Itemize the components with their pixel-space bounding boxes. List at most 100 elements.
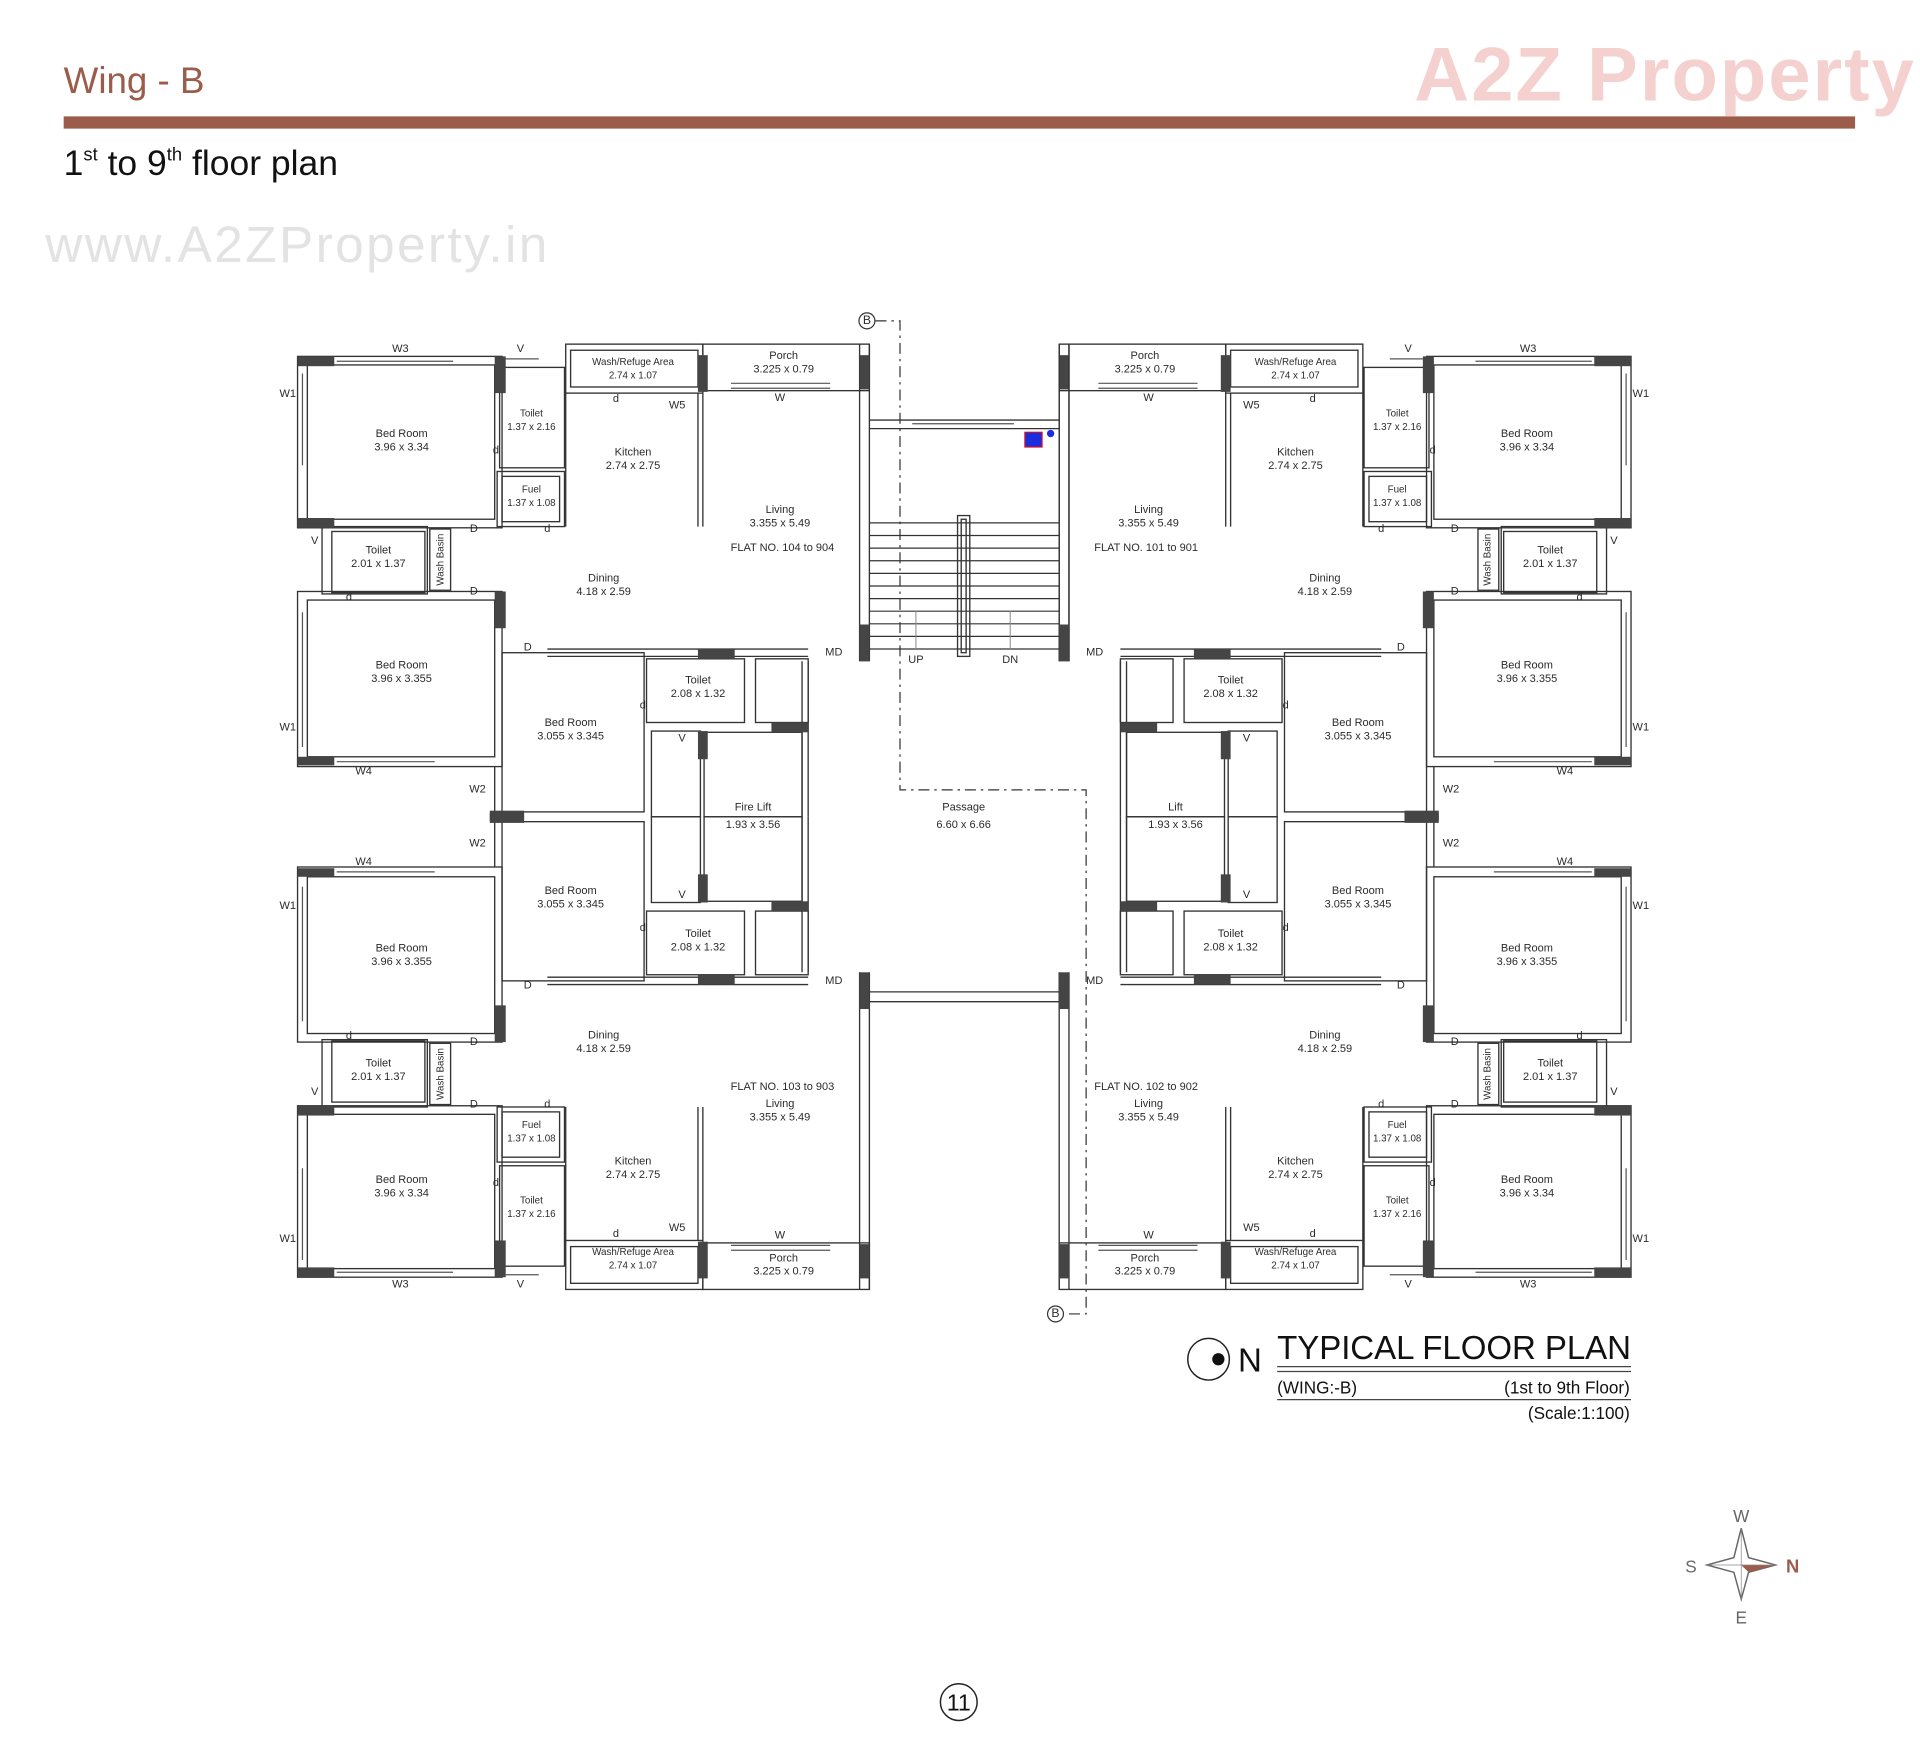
lift-size: 1.93 x 3.56 bbox=[1148, 819, 1203, 831]
room-name: Toilet bbox=[366, 545, 392, 557]
subtitle-mid: to 9 bbox=[98, 143, 167, 183]
room-name: Dining bbox=[588, 573, 619, 585]
room-name: Fuel bbox=[522, 484, 541, 495]
wash-basin-label: Wash Basin bbox=[435, 534, 446, 586]
room-size: 2.01 x 1.37 bbox=[1523, 1071, 1578, 1083]
fire-lift-size: 1.93 x 3.56 bbox=[726, 819, 781, 831]
room-size: 3.055 x 3.345 bbox=[537, 731, 604, 743]
room-name: Bed Room bbox=[1501, 1174, 1553, 1186]
room-name: Toilet bbox=[1386, 408, 1409, 419]
room-size: 3.225 x 0.79 bbox=[753, 363, 814, 375]
door-window-mark: W3 bbox=[392, 343, 409, 355]
door-window-mark: d bbox=[640, 922, 646, 934]
door-window-mark: W1 bbox=[279, 1233, 296, 1245]
door-window-mark: V bbox=[1610, 1086, 1618, 1098]
room-size: 1.37 x 1.08 bbox=[1373, 1133, 1422, 1144]
door-window-mark: d bbox=[1430, 1177, 1436, 1189]
door-window-mark: W1 bbox=[1633, 900, 1650, 912]
flat-number-label: FLAT NO. 102 to 902 bbox=[1094, 1081, 1198, 1093]
door-window-mark: d bbox=[1378, 1098, 1384, 1110]
plan-wing: (WING:-B) bbox=[1277, 1378, 1357, 1398]
room-name: Toilet bbox=[1386, 1196, 1409, 1207]
room-name: Kitchen bbox=[615, 447, 652, 459]
door-window-mark: W2 bbox=[469, 784, 486, 796]
door-window-mark: d bbox=[1378, 523, 1384, 535]
door-window-mark: W bbox=[775, 392, 786, 404]
a2z-logo-watermark: A2Z Property bbox=[1414, 32, 1914, 117]
subtitle-prefix: 1 bbox=[64, 143, 84, 183]
room-name: Bed Room bbox=[1332, 885, 1384, 897]
room-name: Porch bbox=[1131, 350, 1160, 362]
room-size: 2.74 x 1.07 bbox=[1271, 370, 1319, 381]
door-window-mark: V bbox=[1404, 1278, 1412, 1290]
door-window-mark: MD bbox=[825, 647, 842, 659]
room-size: 3.96 x 3.34 bbox=[374, 442, 429, 454]
title-block: N TYPICAL FLOOR PLAN (WING:-B) (1st to 9… bbox=[1187, 1330, 1632, 1423]
header-divider-bar bbox=[63, 116, 1856, 129]
door-window-mark: W1 bbox=[279, 900, 296, 912]
room-size: 2.01 x 1.37 bbox=[351, 558, 406, 570]
room-name: Dining bbox=[1309, 1029, 1340, 1041]
room-size: 1.37 x 1.08 bbox=[507, 1133, 556, 1144]
room-name: Wash/Refuge Area bbox=[1255, 357, 1337, 368]
room-size: 2.01 x 1.37 bbox=[351, 1071, 406, 1083]
door-window-mark: D bbox=[1451, 585, 1459, 597]
subtitle-sup: st bbox=[83, 143, 97, 164]
door-window-mark: V bbox=[517, 1278, 525, 1290]
stair-up-label: UP bbox=[908, 654, 923, 666]
room-name: Toilet bbox=[1218, 928, 1244, 940]
door-window-mark: V bbox=[1404, 343, 1412, 355]
door-window-mark: d bbox=[1283, 699, 1289, 711]
room-name: Porch bbox=[1131, 1252, 1160, 1264]
room-size: 1.37 x 2.16 bbox=[1373, 422, 1422, 433]
door-window-mark: d bbox=[1310, 1228, 1316, 1240]
room-size: 3.355 x 5.49 bbox=[750, 518, 811, 530]
room-size: 3.96 x 3.34 bbox=[1500, 442, 1555, 454]
door-window-mark: MD bbox=[1086, 975, 1103, 987]
door-window-mark: d bbox=[1283, 922, 1289, 934]
room-size: 3.96 x 3.355 bbox=[371, 673, 432, 685]
door-window-mark: d bbox=[1577, 592, 1583, 604]
flat-number-label: FLAT NO. 104 to 904 bbox=[731, 542, 835, 554]
wash-basin-label: Wash Basin bbox=[1482, 534, 1493, 586]
wash-basin-label: Wash Basin bbox=[435, 1048, 446, 1100]
door-window-mark: V bbox=[678, 732, 686, 744]
door-window-mark: W4 bbox=[355, 856, 372, 868]
room-size: 3.055 x 3.345 bbox=[1325, 898, 1392, 910]
room-size: 3.96 x 3.355 bbox=[1497, 956, 1558, 968]
door-window-mark: W1 bbox=[279, 388, 296, 400]
room-name: Toilet bbox=[1218, 674, 1244, 686]
room-name: Toilet bbox=[685, 674, 711, 686]
compass-south: S bbox=[1685, 1556, 1696, 1576]
room-name: Wash/Refuge Area bbox=[1255, 1247, 1337, 1258]
door-window-mark: V bbox=[517, 343, 525, 355]
room-size: 1.37 x 2.16 bbox=[507, 422, 556, 433]
section-mark-b: B bbox=[1051, 1306, 1059, 1320]
website-watermark: www.A2ZProperty.in bbox=[44, 215, 547, 273]
room-name: Bed Room bbox=[545, 885, 597, 897]
room-size: 2.08 x 1.32 bbox=[671, 941, 726, 953]
door-window-mark: W3 bbox=[392, 1278, 409, 1290]
door-window-mark: W2 bbox=[1443, 784, 1460, 796]
door-window-mark: D bbox=[1451, 523, 1459, 535]
room-name: Bed Room bbox=[1332, 717, 1384, 729]
room-size: 3.96 x 3.355 bbox=[371, 956, 432, 968]
room-size: 4.18 x 2.59 bbox=[576, 586, 631, 598]
room-name: Toilet bbox=[520, 408, 543, 419]
door-window-mark: V bbox=[1243, 732, 1251, 744]
door-window-mark: W1 bbox=[279, 721, 296, 733]
room-name: Fuel bbox=[1388, 484, 1407, 495]
door-window-mark: d bbox=[544, 523, 550, 535]
staircase bbox=[859, 344, 1070, 662]
room-name: Kitchen bbox=[615, 1156, 652, 1168]
room-size: 3.96 x 3.355 bbox=[1497, 673, 1558, 685]
door-window-mark: W3 bbox=[1520, 1278, 1537, 1290]
door-window-mark: D bbox=[1451, 1098, 1459, 1110]
room-size: 1.37 x 2.16 bbox=[1373, 1209, 1422, 1220]
plan-title: TYPICAL FLOOR PLAN bbox=[1277, 1330, 1631, 1367]
door-window-mark: V bbox=[1243, 889, 1251, 901]
subtitle-suffix: floor plan bbox=[182, 143, 338, 183]
lift-name: Lift bbox=[1168, 802, 1183, 814]
fire-lift-name: Fire Lift bbox=[735, 802, 772, 814]
door-window-mark: MD bbox=[1086, 647, 1103, 659]
